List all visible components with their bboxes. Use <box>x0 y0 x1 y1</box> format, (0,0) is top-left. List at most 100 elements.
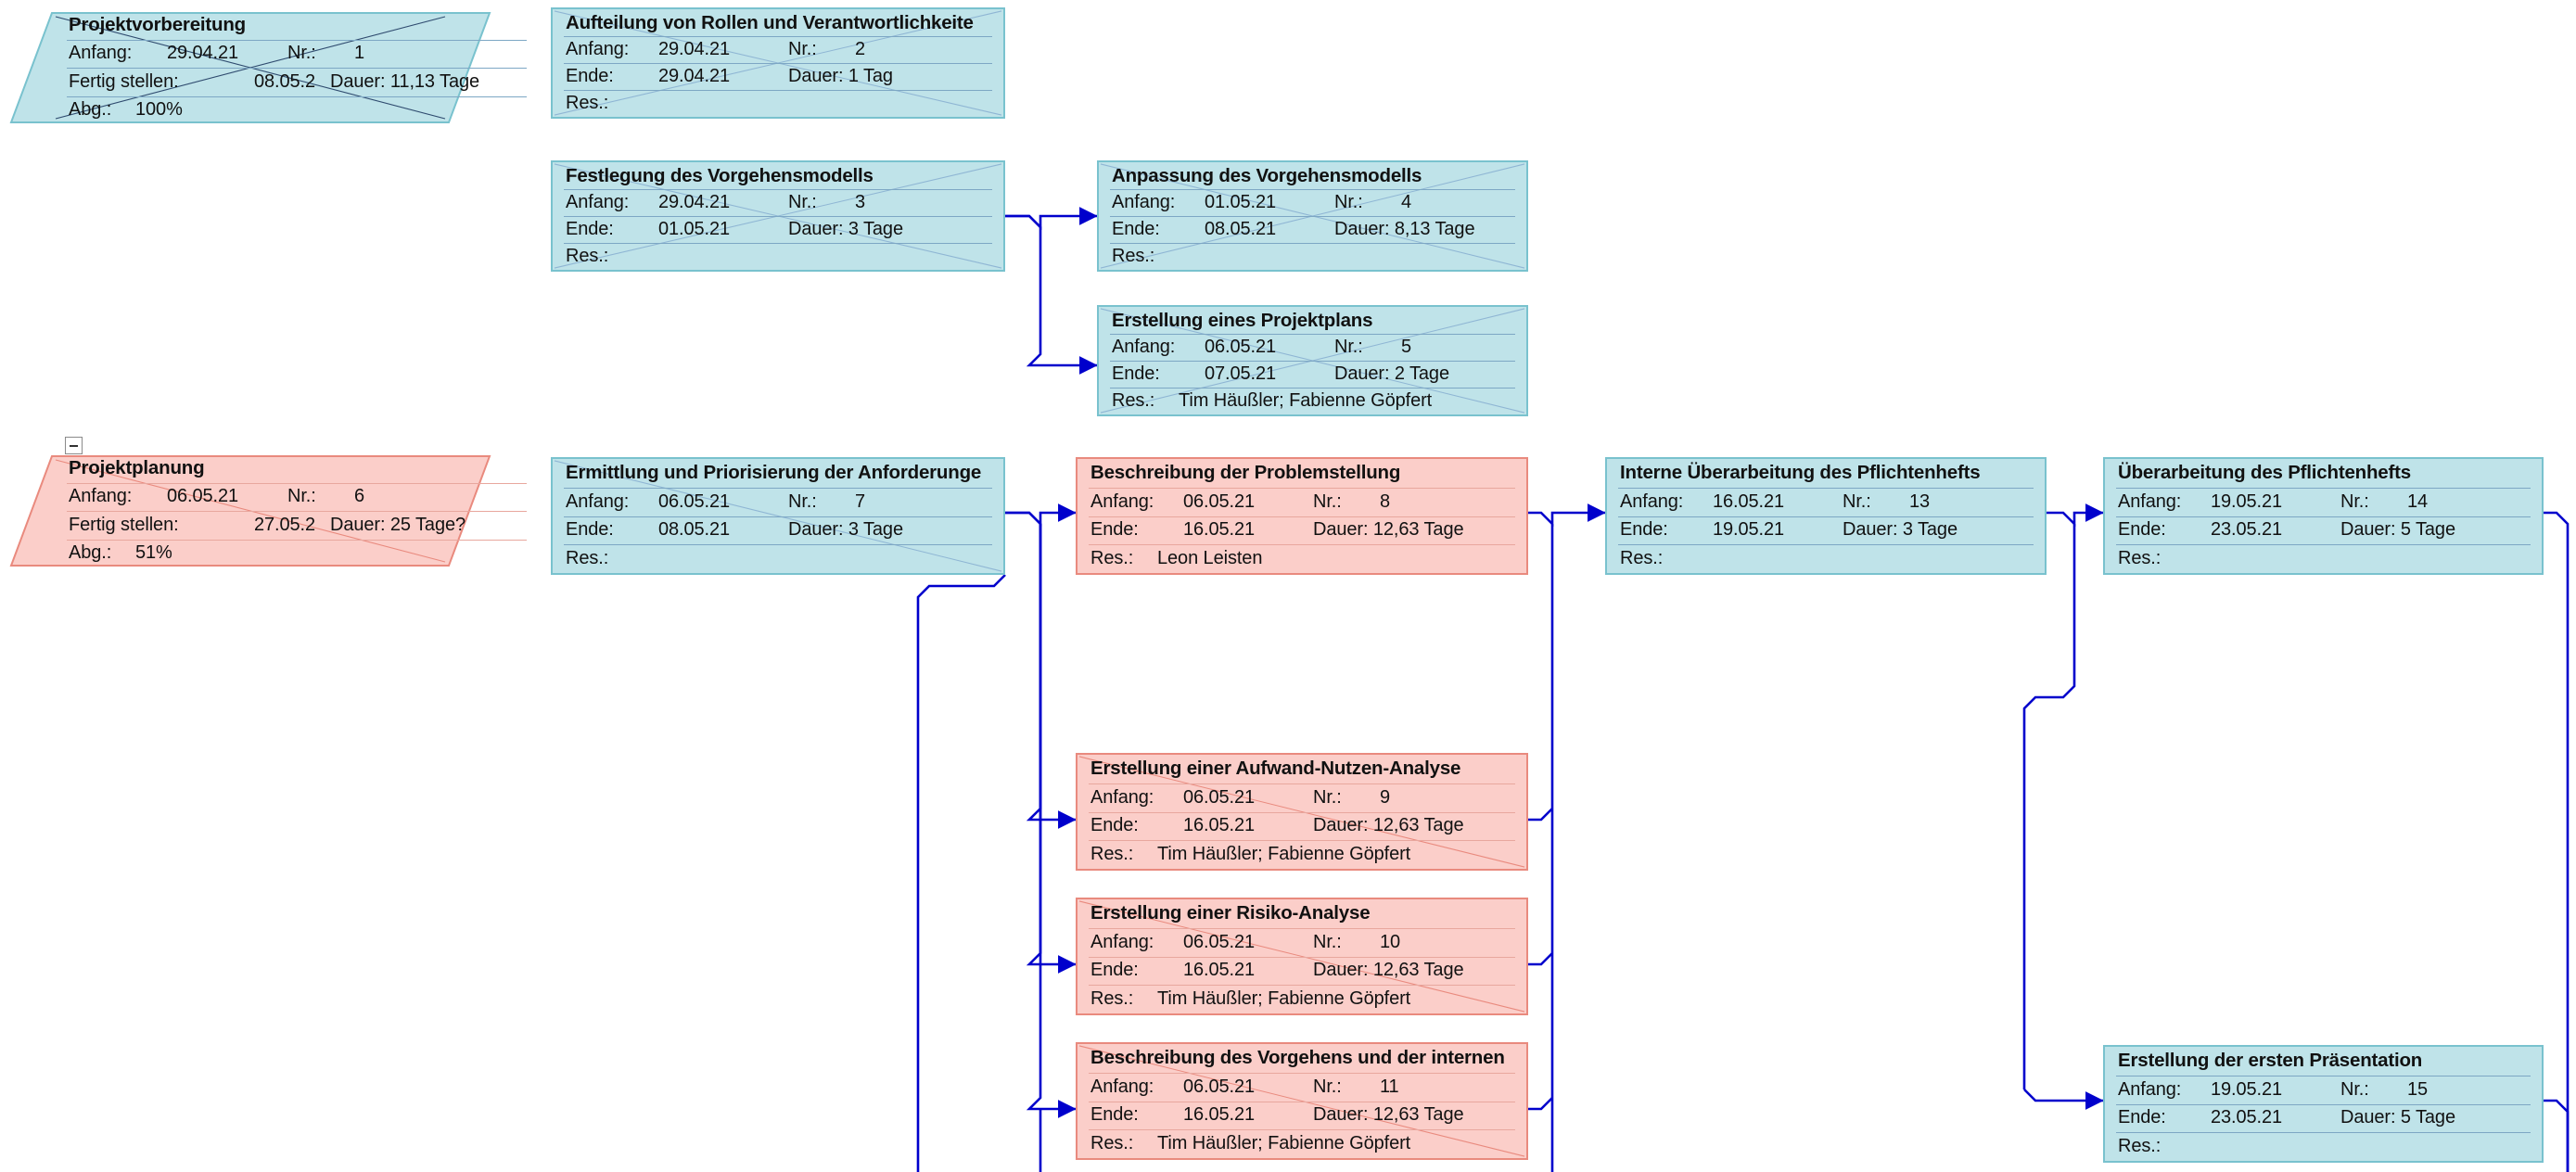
nr-value: 8 <box>1380 490 1391 512</box>
duration-value: Dauer: 2 Tage <box>1334 363 1449 384</box>
start-value: 19.05.21 <box>2211 490 2283 512</box>
nr-value: 11 <box>1380 1076 1399 1097</box>
node-title: Aufteilung von Rollen und Verantwortlich… <box>566 11 974 33</box>
nr-value: 15 <box>2407 1078 2429 1100</box>
node-row-end: Ende: 16.05.21 Dauer: 12,63 Tage <box>1078 516 1526 545</box>
end-value: 16.05.21 <box>1183 1104 1256 1126</box>
start-label: Anfang: <box>69 486 133 507</box>
end-value: 01.05.21 <box>658 219 731 239</box>
res-label: Res.: <box>1090 548 1134 569</box>
finish-label: Fertig stellen: <box>69 70 179 92</box>
end-value: 29.04.21 <box>658 66 731 86</box>
start-value: 29.04.21 <box>658 192 731 212</box>
res-label: Res.: <box>566 548 609 569</box>
task-node-9[interactable]: Erstellung einer Aufwand-Nutzen-Analyse … <box>1076 753 1528 871</box>
node-row-progress: Abg.: 100% <box>56 96 538 125</box>
end-label: Ende: <box>1090 519 1139 541</box>
node-title: Überarbeitung des Pflichtenhefts <box>2118 462 2411 484</box>
res-label: Res.: <box>1112 246 1155 266</box>
nr-value: 4 <box>1401 192 1412 212</box>
end-label: Ende: <box>1112 219 1160 239</box>
progress-label: Abg.: <box>69 542 112 564</box>
task-node-7[interactable]: Ermittlung und Priorisierung der Anforde… <box>551 457 1005 575</box>
node-row-start: Anfang: 06.05.21 Nr.: 9 <box>1078 783 1526 812</box>
duration-value: Dauer: 11,13 Tage <box>330 70 480 92</box>
nr-label: Nr.: <box>1313 786 1342 808</box>
start-value: 06.05.21 <box>167 486 239 507</box>
end-label: Ende: <box>1090 1104 1139 1126</box>
node-row-res: Res.: Leon Leisten <box>1078 544 1526 573</box>
node-row-start: Anfang: 29.04.21 Nr.: 2 <box>553 36 1003 63</box>
node-row-res: Res.: <box>553 90 1003 117</box>
end-value: 16.05.21 <box>1183 815 1256 836</box>
nr-label: Nr.: <box>1313 1076 1342 1097</box>
node-row-end: Ende: 01.05.21 Dauer: 3 Tage <box>553 216 1003 243</box>
node-row-start: Anfang: 19.05.21 Nr.: 15 <box>2105 1075 2542 1104</box>
nr-label: Nr.: <box>1313 490 1342 512</box>
start-value: 06.05.21 <box>1205 337 1277 357</box>
start-label: Anfang: <box>69 43 133 64</box>
end-value: 23.05.21 <box>2211 1107 2283 1128</box>
node-title: Anpassung des Vorgehensmodells <box>1112 164 1422 186</box>
node-title: Interne Überarbeitung des Pflichtenhefts <box>1620 462 1981 484</box>
node-row-end: Ende: 08.05.21 Dauer: 3 Tage <box>553 516 1003 545</box>
connector-7-to-10 <box>1026 524 1077 974</box>
node-row-res: Res.: Tim Häußler; Fabienne Göpfert <box>1078 985 1526 1013</box>
summary-node-projektplanung[interactable]: Projektplanung Anfang: 06.05.21 Nr.: 6 F… <box>9 454 527 567</box>
end-label: Ende: <box>2118 519 2166 541</box>
end-label: Ende: <box>566 219 614 239</box>
nr-label: Nr.: <box>287 486 316 507</box>
end-label: Ende: <box>1090 960 1139 981</box>
start-value: 06.05.21 <box>1183 786 1256 808</box>
task-node-14[interactable]: Überarbeitung des Pflichtenhefts Anfang:… <box>2103 457 2544 575</box>
res-label: Res.: <box>1112 390 1155 411</box>
task-node-11[interactable]: Beschreibung des Vorgehens und der inter… <box>1076 1042 1528 1160</box>
duration-value: Dauer: 3 Tage <box>1843 519 1958 541</box>
task-node-15[interactable]: Erstellung der ersten Präsentation Anfan… <box>2103 1045 2544 1163</box>
duration-value: Dauer: 8,13 Tage <box>1334 219 1475 239</box>
res-value: Tim Häußler; Fabienne Göpfert <box>1157 988 1411 1010</box>
nr-label: Nr.: <box>2340 490 2369 512</box>
start-label: Anfang: <box>566 490 630 512</box>
task-node-8[interactable]: Beschreibung der Problemstellung Anfang:… <box>1076 457 1528 575</box>
start-value: 29.04.21 <box>167 43 239 64</box>
start-label: Anfang: <box>566 192 630 212</box>
start-label: Anfang: <box>2118 1078 2182 1100</box>
node-title: Ermittlung und Priorisierung der Anforde… <box>566 462 982 484</box>
finish-value: 08.05.2 <box>254 70 316 92</box>
nr-value: 6 <box>354 486 365 507</box>
task-node-4[interactable]: Anpassung des Vorgehensmodells Anfang: 0… <box>1097 160 1528 272</box>
summary-node-projektvorbereitung[interactable]: Projektvorbereitung Anfang: 29.04.21 Nr.… <box>9 11 527 124</box>
res-value: Tim Häußler; Fabienne Göpfert <box>1157 1133 1411 1154</box>
task-node-10[interactable]: Erstellung einer Risiko-Analyse Anfang: … <box>1076 898 1528 1015</box>
node-row-res: Res.: <box>553 544 1003 573</box>
collapse-toggle-projektplanung[interactable] <box>65 437 83 454</box>
end-value: 08.05.21 <box>658 519 731 541</box>
node-row-res: Res.: Tim Häußler; Fabienne Göpfert <box>1078 1129 1526 1158</box>
start-label: Anfang: <box>1112 337 1176 357</box>
duration-value: Dauer: 25 Tage? <box>330 514 466 535</box>
task-node-5[interactable]: Erstellung eines Projektplans Anfang: 06… <box>1097 305 1528 416</box>
connector-10-merge <box>1528 952 1553 966</box>
node-row-end: Ende: 07.05.21 Dauer: 2 Tage <box>1099 361 1526 388</box>
res-label: Res.: <box>566 246 609 266</box>
res-value: Tim Häußler; Fabienne Göpfert <box>1157 844 1411 865</box>
node-row-start: Anfang: 06.05.21 Nr.: 6 <box>56 482 538 512</box>
node-row-res: Res.: <box>1099 243 1526 270</box>
task-node-13[interactable]: Interne Überarbeitung des Pflichtenhefts… <box>1605 457 2047 575</box>
connector-7-to-9 <box>1005 511 1077 829</box>
nr-label: Nr.: <box>1334 337 1363 357</box>
node-row-start: Anfang: 01.05.21 Nr.: 4 <box>1099 189 1526 216</box>
progress-value: 51% <box>135 542 172 564</box>
node-row-start: Anfang: 19.05.21 Nr.: 14 <box>2105 487 2542 516</box>
node-row-res: Res.: <box>2105 544 2542 573</box>
connector-15-out <box>2544 1099 2570 1172</box>
res-value: Tim Häußler; Fabienne Göpfert <box>1179 390 1433 411</box>
connector-7-to-11 <box>1026 524 1077 1118</box>
connector-8-to-13 <box>1528 503 1606 528</box>
task-node-3[interactable]: Festlegung des Vorgehensmodells Anfang: … <box>551 160 1005 272</box>
nr-value: 10 <box>1380 931 1401 952</box>
duration-value: Dauer: 1 Tag <box>788 66 893 86</box>
task-node-2[interactable]: Aufteilung von Rollen und Verantwortlich… <box>551 7 1005 119</box>
end-label: Ende: <box>566 519 614 541</box>
